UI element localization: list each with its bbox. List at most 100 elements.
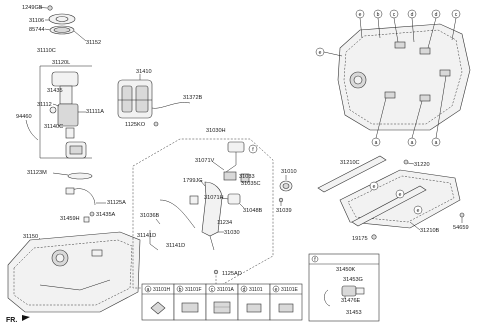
upper-tank-opening-inner-part <box>353 75 363 85</box>
pad-b-part <box>394 41 406 49</box>
svg-text:f: f <box>314 257 316 263</box>
top-callouts: e b c d d c <box>355 9 461 49</box>
label-31106: 31106 <box>29 18 44 24</box>
label-31111A: 31111A <box>86 109 104 115</box>
canister-assembly <box>117 79 153 119</box>
label-31210B: 31210B <box>420 228 440 234</box>
legend-code-c: 31101A <box>217 287 235 293</box>
pad-a2-part <box>419 94 431 102</box>
shield-nut-part <box>371 234 377 240</box>
label-31123M: 31123M <box>27 170 47 176</box>
label-31210C: 31210C <box>340 160 360 166</box>
filler-cap-group <box>279 180 293 192</box>
fuel-pump-module <box>49 71 79 139</box>
canister-chamber2-part <box>135 85 149 113</box>
pump-sensor-part <box>49 106 57 114</box>
legend-code-d: 31101 <box>249 287 263 293</box>
label-31150: 31150 <box>23 234 38 240</box>
svg-text:d: d <box>243 287 246 293</box>
svg-text:c: c <box>211 287 214 293</box>
label-31220: 31220 <box>414 162 430 168</box>
pad-e-icon <box>278 303 294 313</box>
strap-bolt-part <box>403 159 409 165</box>
label-31120L: 31120L <box>52 60 70 66</box>
check-valve-part <box>227 193 241 205</box>
label-31459H: 31459H <box>60 216 80 222</box>
label-31141D-a: 31141D <box>137 233 156 239</box>
vent-hose <box>151 102 191 109</box>
fuel-tank-right <box>337 23 471 131</box>
canister-bolt-part <box>153 121 159 127</box>
filler-pipe-part <box>201 181 223 237</box>
label-31372B: 31372B <box>183 95 203 101</box>
pump-top-part <box>51 71 79 87</box>
canister-chamber-part <box>121 85 133 113</box>
label-31039: 31039 <box>276 208 292 214</box>
legend-item-d: d 31101 <box>237 283 271 321</box>
label-31435A: 31435A <box>96 212 116 218</box>
label-31453G: 31453G <box>343 277 363 283</box>
label-31071V: 31071V <box>195 158 215 164</box>
svg-text:d: d <box>411 12 414 18</box>
legend-item-e: e 31101E <box>269 283 303 321</box>
detail-box-f: f 31450K 31453G 31476E 31453 <box>308 253 380 322</box>
pad-c-icon <box>213 301 231 314</box>
grommet-part <box>83 216 90 223</box>
label-31140C: 31140C <box>44 124 63 130</box>
label-31152: 31152 <box>86 40 101 46</box>
label-31036B: 31036B <box>140 213 160 219</box>
svg-text:a: a <box>411 140 414 146</box>
lock-ring-part <box>67 172 93 180</box>
hose-clamp-part <box>189 195 199 205</box>
label-1799JG: 1799JG <box>183 178 203 184</box>
clip-part <box>89 211 95 217</box>
label-31450K: 31450K <box>336 267 356 273</box>
label-31410: 31410 <box>136 69 152 75</box>
label-31033: 31033 <box>239 174 255 180</box>
pump-motor-part <box>57 103 79 127</box>
label-31071H: 31071H <box>204 195 224 201</box>
svg-text:e: e <box>417 208 420 214</box>
strap-c-part <box>317 155 387 193</box>
label-31435: 31435 <box>47 88 63 94</box>
legend-item-b: b 31101F <box>173 283 207 321</box>
bolt-1125AD-part <box>213 269 219 275</box>
pump-reservoir <box>65 141 87 159</box>
bolt-part <box>47 5 53 11</box>
label-31030: 31030 <box>224 230 240 236</box>
detail-connector-part <box>355 287 365 295</box>
pad-d-part <box>439 69 451 77</box>
svg-text:e: e <box>275 287 278 293</box>
label-85744: 85744 <box>29 27 45 33</box>
pad-a-icon <box>150 301 166 315</box>
label-31112: 31112 <box>37 102 52 108</box>
pump-cover-group <box>47 5 76 35</box>
svg-text:b: b <box>179 287 182 293</box>
breather-hose <box>159 199 196 229</box>
detail-valve-part <box>341 285 357 297</box>
label-31141D-b: 31141D <box>166 243 185 249</box>
filler-valve-part <box>240 173 250 183</box>
pad-d-icon <box>246 303 262 313</box>
label-31110C: 31110C <box>37 48 56 54</box>
label-19175: 19175 <box>352 236 368 242</box>
legend-item-c: c 31101A <box>205 283 239 321</box>
fuel-tank-left <box>7 231 141 313</box>
svg-text:e: e <box>359 12 362 18</box>
front-direction-label: FR. <box>6 317 17 324</box>
pump-filter-part <box>65 127 75 139</box>
seal-ring-inner-part <box>53 27 71 33</box>
label-31010: 31010 <box>281 169 297 175</box>
sender-part <box>65 187 75 195</box>
svg-text:e: e <box>319 50 322 56</box>
pad-a1-part <box>384 91 396 99</box>
label-31453: 31453 <box>346 310 362 316</box>
svg-text:c: c <box>455 12 458 18</box>
svg-text:a: a <box>435 140 438 146</box>
front-arrow-icon <box>22 315 30 321</box>
tank-opening-inner-part <box>55 253 65 263</box>
filler-neck-assembly: f <box>149 141 258 251</box>
legend-item-a: a 31101H <box>141 283 175 321</box>
gasket-inner-part <box>55 16 69 22</box>
